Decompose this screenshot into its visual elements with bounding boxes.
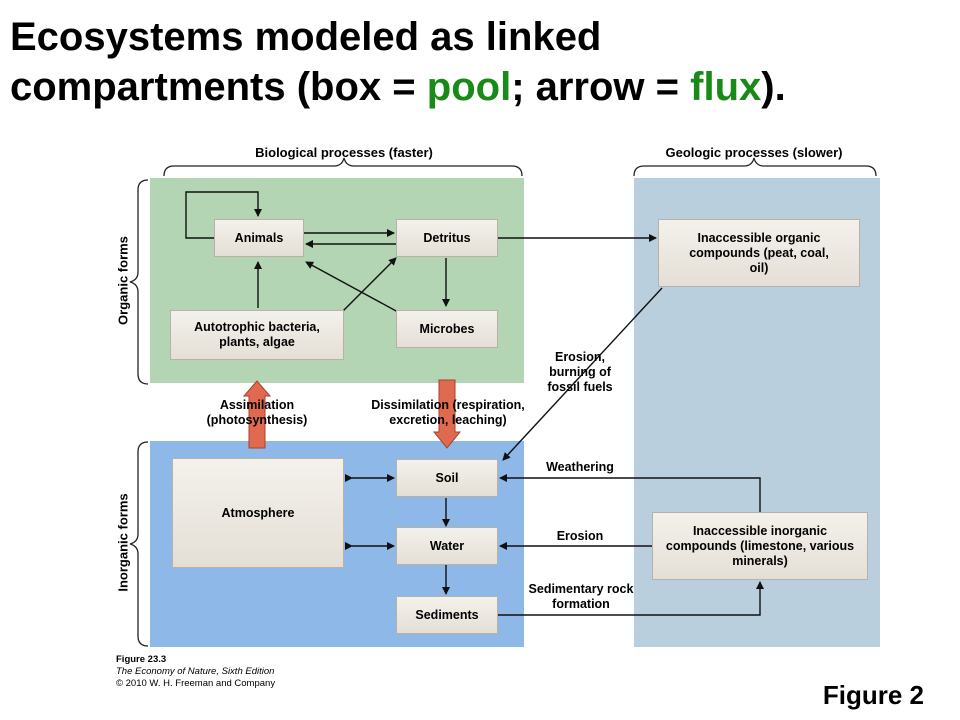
credit-figure: Figure 23.3 [116, 654, 167, 665]
assimilation-label: Assimilation (photosynthesis) [206, 398, 308, 427]
assimilation-arrow [242, 380, 272, 449]
microbes-pool: Microbes [396, 310, 498, 348]
figure-credit: Figure 23.3 The Economy of Nature, Sixth… [116, 654, 275, 690]
credit-book: The Economy of Nature, Sixth Edition [116, 666, 275, 677]
credit-copyright: © 2010 W. H. Freeman and Company [116, 678, 276, 689]
pool-word: pool [426, 65, 512, 109]
atmosphere-pool: Atmosphere [172, 458, 344, 568]
inorganic-forms-label: Inorganic forms [115, 493, 131, 592]
biological-bracket [163, 157, 523, 177]
dissimilation-arrow [432, 379, 462, 449]
title-text-b: ; arrow = [511, 65, 691, 109]
title-line-1: Ecosystems modeled as linked [10, 15, 602, 59]
soil-pool: Soil [396, 459, 498, 497]
organic-forms-label: Organic forms [115, 236, 131, 325]
flux-word: flux [690, 65, 762, 109]
geologic-processes-label: Geologic processes (slower) [665, 145, 843, 160]
slide-title: Ecosystems modeled as linked compartment… [10, 12, 950, 112]
animals-pool: Animals [214, 219, 304, 257]
organic-bracket [129, 179, 149, 385]
sedimentary-label: Sedimentary rock formation [528, 582, 634, 611]
title-text-a: compartments (box = [10, 65, 427, 109]
dissimilation-label: Dissimilation (respiration, excretion, l… [371, 398, 525, 427]
erosion-label: Erosion [556, 529, 604, 543]
water-pool: Water [396, 527, 498, 565]
geologic-bracket [633, 157, 877, 177]
inaccessible-inorganic-pool: Inaccessible inorganic compounds (limest… [652, 512, 868, 580]
figure-label: Figure 2 [822, 680, 924, 710]
title-text-c: ). [761, 65, 786, 109]
inorganic-bracket [129, 441, 149, 647]
inaccessible-organic-pool: Inaccessible organic compounds (peat, co… [658, 219, 860, 287]
autotrophs-pool: Autotrophic bacteria, plants, algae [170, 310, 344, 360]
erosion-fossil-label: Erosion, burning of fossil fuels [547, 350, 613, 394]
title-line-2: compartments (box = pool; arrow = flux). [10, 62, 950, 112]
biological-processes-label: Biological processes (faster) [255, 145, 433, 160]
weathering-label: Weathering [546, 460, 614, 474]
detritus-pool: Detritus [396, 219, 498, 257]
sediments-pool: Sediments [396, 596, 498, 634]
